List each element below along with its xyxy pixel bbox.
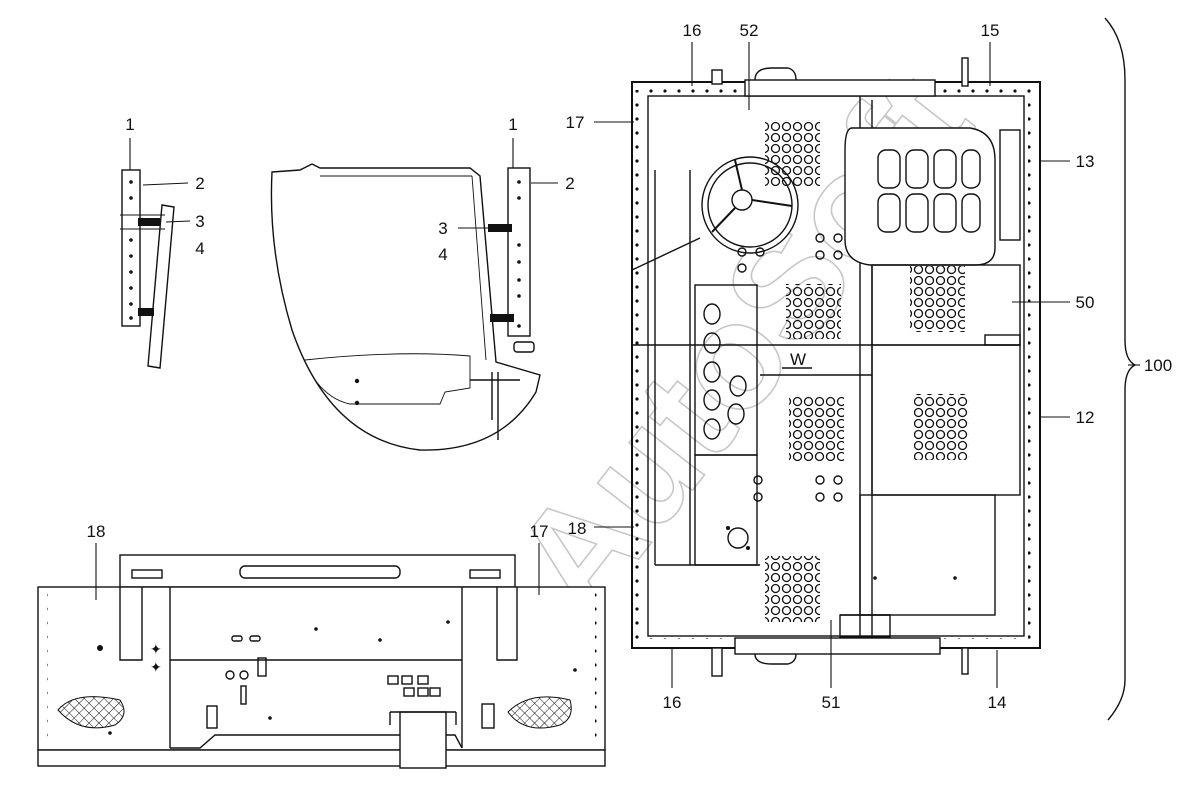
rear-panel: ✦ ✦ (37, 554, 606, 769)
callout-label: 52 (740, 21, 759, 40)
side-door-assembly (270, 163, 541, 451)
callout-label: 1 (508, 115, 517, 134)
top-bar (744, 79, 936, 97)
callout-label: 15 (981, 21, 1000, 40)
callout-label: 4 (438, 245, 447, 264)
console-lower-box (694, 454, 758, 566)
hinge-spring-upper (138, 218, 160, 226)
callout-label: 14 (988, 693, 1007, 712)
hinge-spring-lower-right (490, 314, 514, 322)
vent-grid (765, 120, 820, 186)
callout-label: 16 (683, 21, 702, 40)
cab-platform: W (631, 57, 1041, 677)
vent-grid (786, 284, 841, 339)
hinge-spring-lower (138, 308, 154, 316)
floor-mark: W (790, 350, 806, 369)
vent-grid (765, 556, 820, 622)
callout-label: 50 (1076, 293, 1095, 312)
top-handle (754, 67, 797, 81)
callout-label: 2 (565, 174, 574, 193)
left-rail-rivets (634, 90, 644, 640)
panel-top-rail (119, 554, 516, 588)
panel-bracket (399, 711, 447, 769)
callout-label: 17 (566, 113, 585, 132)
callout-label: 12 (1076, 408, 1095, 427)
svg-text:✦: ✦ (150, 642, 162, 658)
door-panel (270, 163, 541, 451)
rear-box (859, 494, 996, 616)
operator-seat (844, 127, 1021, 266)
callout-label: 16 (663, 693, 682, 712)
vent-grid (914, 394, 969, 460)
callout-label: 18 (568, 519, 587, 538)
leader-lines (95, 42, 1140, 688)
mesh-vent-left (57, 696, 125, 729)
callout-label: 17 (530, 522, 549, 541)
hinge-plate-right (507, 167, 531, 337)
svg-text:✦: ✦ (150, 660, 162, 676)
callout-label: 2 (195, 174, 204, 193)
panel-body (37, 586, 606, 751)
bottom-handle (754, 653, 797, 665)
door-bracket (470, 372, 520, 440)
callout-label: 4 (195, 239, 204, 258)
callout-label: 1 (125, 115, 134, 134)
callout-label: 51 (822, 693, 841, 712)
callout-labels: 1 2 3 4 1 2 3 4 16 52 15 17 13 50 12 100… (87, 21, 1173, 712)
callout-label: 13 (1076, 152, 1095, 171)
bottom-bar (734, 637, 941, 655)
callout-label: 3 (438, 219, 447, 238)
panel-bottom-strip (37, 749, 606, 767)
vent-grid (789, 395, 844, 461)
callout-label: 100 (1144, 356, 1172, 375)
right-rail-rivets (1028, 90, 1038, 640)
vent-grid (910, 266, 965, 332)
callout-label: 18 (87, 522, 106, 541)
callout-label: 3 (195, 212, 204, 231)
group-brace (1104, 17, 1137, 721)
mesh-vent-right (507, 696, 572, 729)
hinge-plate (121, 169, 141, 327)
left-hinge-assembly (120, 169, 175, 369)
hinge-spring-upper-right (488, 224, 512, 232)
